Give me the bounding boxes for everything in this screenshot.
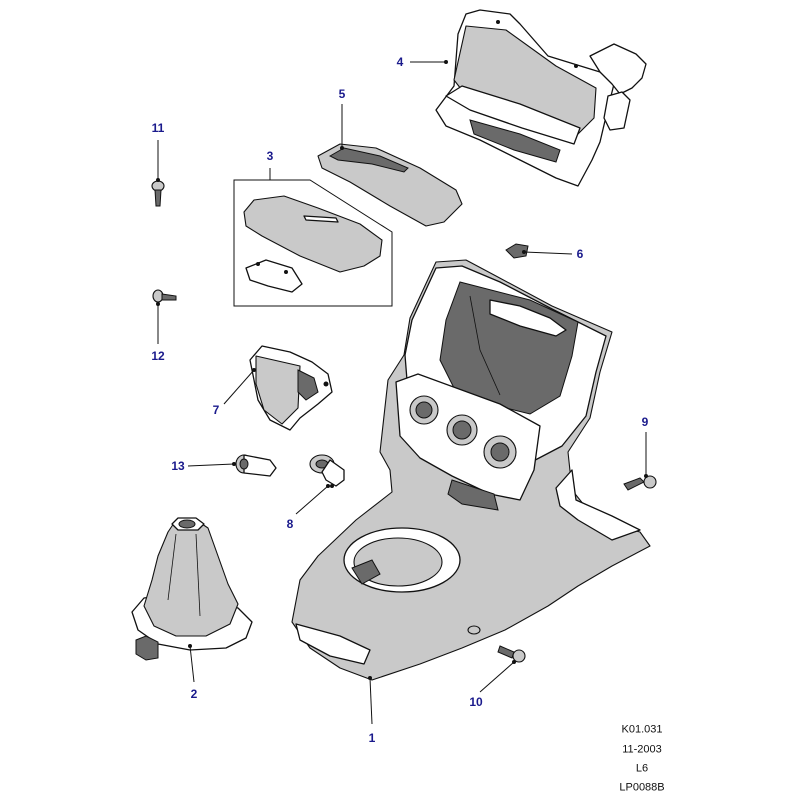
ashtray-housing	[249, 345, 333, 431]
stowage-lid-group	[233, 179, 393, 307]
power-socket	[309, 454, 345, 488]
callout-2: 2	[190, 687, 198, 701]
callout-3: 3	[266, 149, 274, 163]
callout-4: 4	[396, 55, 404, 69]
callout-10: 10	[469, 695, 483, 709]
cigar-lighter	[235, 454, 277, 477]
callout-6: 6	[576, 247, 584, 261]
screw-9	[623, 475, 657, 491]
clip	[505, 243, 529, 259]
callout-11: 11	[151, 121, 165, 135]
center-console	[291, 259, 651, 681]
callout-9: 9	[641, 415, 649, 429]
drawing-number: LP0088B	[619, 781, 665, 794]
radio-housing	[435, 9, 647, 187]
screw-11	[151, 180, 165, 207]
leader-lines	[156, 60, 648, 725]
screw-10	[497, 645, 526, 663]
gear-gaiter	[131, 517, 253, 661]
callout-12: 12	[151, 349, 165, 363]
drawing-model: L6	[635, 762, 649, 775]
callout-1: 1	[368, 731, 376, 745]
screw-12	[152, 289, 177, 303]
drawing-ref: K01.031	[621, 723, 663, 736]
callout-5: 5	[338, 87, 346, 101]
callout-7: 7	[212, 403, 220, 417]
tray	[317, 143, 463, 227]
callout-13: 13	[171, 459, 185, 473]
drawing-date: 11-2003	[622, 743, 662, 756]
callout-8: 8	[286, 517, 294, 531]
